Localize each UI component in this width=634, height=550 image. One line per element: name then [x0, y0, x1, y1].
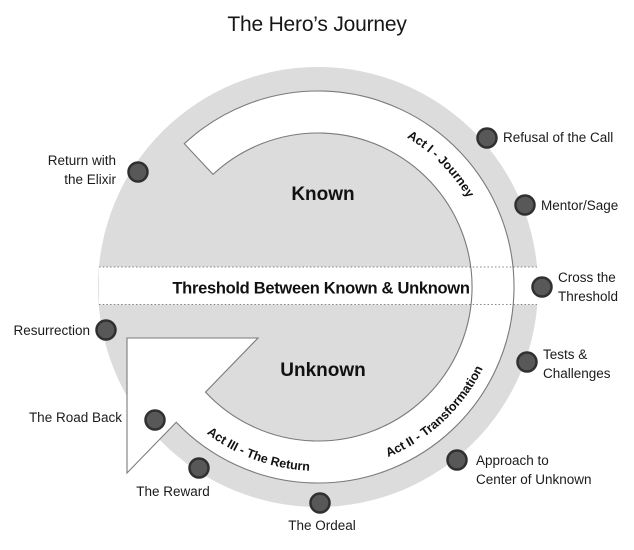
- stage-label-the-reward: The Reward: [136, 484, 210, 499]
- stage-dot-the-ordeal: [309, 492, 331, 514]
- threshold-label: Threshold Between Known & Unknown: [172, 280, 469, 298]
- known-zone-label: Known: [291, 184, 354, 205]
- stage-label-the-road-back: The Road Back: [28, 410, 122, 425]
- stage-dot-tests-challenges: [516, 351, 538, 373]
- stage-label-tests-challenges: Tests & Challenges: [543, 347, 611, 381]
- stage-dot-refusal-of-the-call: [476, 127, 498, 149]
- journey-arrow: [126, 90, 515, 484]
- unknown-zone-label: Unknown: [280, 360, 366, 381]
- threshold-band: [99, 267, 538, 305]
- stage-dot-resurrection: [95, 319, 117, 341]
- stage-dot-return-with-elixir: [127, 161, 149, 183]
- stage-label-return-with-elixir: Return with the Elixir: [47, 153, 116, 187]
- stage-dot-approach-center-unknown: [446, 449, 468, 471]
- stage-label-approach-center-unknown: Approach to Center of Unknown: [476, 453, 592, 487]
- page-title: The Hero’s Journey: [227, 13, 407, 36]
- stage-label-refusal-of-the-call: Refusal of the Call: [503, 130, 614, 145]
- stage-dot-the-road-back: [144, 409, 166, 431]
- stage-label-cross-the-threshold: Cross the Threshold: [558, 270, 619, 304]
- stage-dot-mentor-sage: [514, 194, 536, 216]
- stage-dot-the-reward: [188, 457, 210, 479]
- stage-dot-cross-the-threshold: [531, 276, 553, 298]
- stage-label-resurrection: Resurrection: [13, 323, 90, 338]
- stage-label-the-ordeal: The Ordeal: [288, 518, 356, 533]
- stage-label-mentor-sage: Mentor/Sage: [541, 198, 619, 213]
